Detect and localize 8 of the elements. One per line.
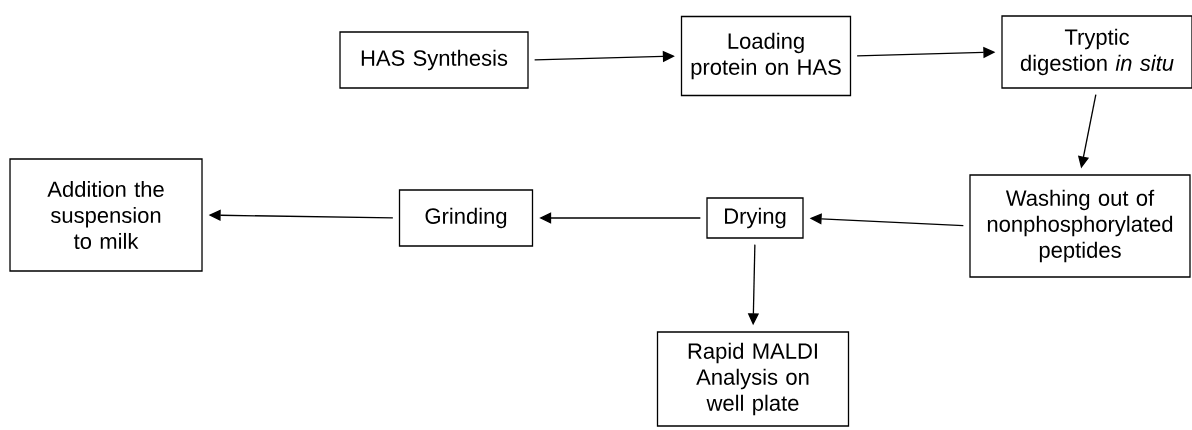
process-box: Tryptic digestion in situ: [1001, 15, 1192, 89]
process-box: Loading protein on HAS: [680, 15, 852, 97]
process-box: HAS Synthesis: [339, 31, 529, 89]
process-box: Addition the suspension to milk: [9, 158, 203, 272]
process-box: Rapid MALDI Analysis on well plate: [656, 331, 850, 427]
process-box: Washing out of nonphosphorylated peptides: [969, 174, 1191, 278]
process-box: Drying: [706, 197, 804, 239]
process-box: Grinding: [398, 189, 534, 247]
